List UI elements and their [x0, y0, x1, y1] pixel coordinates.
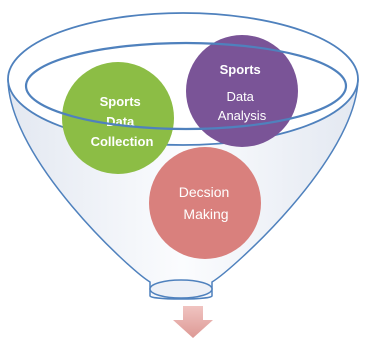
- circle-shape: [149, 147, 261, 259]
- down-arrow-icon: [173, 306, 213, 338]
- circle-label-line: Sports: [220, 62, 261, 77]
- svg-text:Sports Data Analys: Sports Data Analysis: [218, 62, 267, 123]
- circle-shape: [186, 35, 298, 147]
- circle-label-line: Making: [183, 206, 228, 222]
- circle-label-line: Decsion: [179, 184, 230, 200]
- circle-decsion-making: Decsion Making: [149, 147, 261, 259]
- circle-label-line: Collection: [91, 134, 154, 149]
- circle-label-line: Data: [226, 89, 254, 104]
- svg-text:Decsion Making: Decsion Making: [179, 184, 233, 222]
- funnel-spout: [149, 279, 213, 299]
- funnel-outer-rim: [7, 12, 359, 146]
- circle-sports-data-collection: Sports Data Collection: [62, 62, 174, 174]
- circle-shape: [62, 62, 174, 174]
- circle-label-line: Analysis: [218, 108, 267, 123]
- funnel-inner-rim: [24, 41, 348, 131]
- circle-label-line: Sports: [100, 94, 141, 109]
- circle-sports-data-analysis: Sports Data Analysis: [186, 35, 298, 147]
